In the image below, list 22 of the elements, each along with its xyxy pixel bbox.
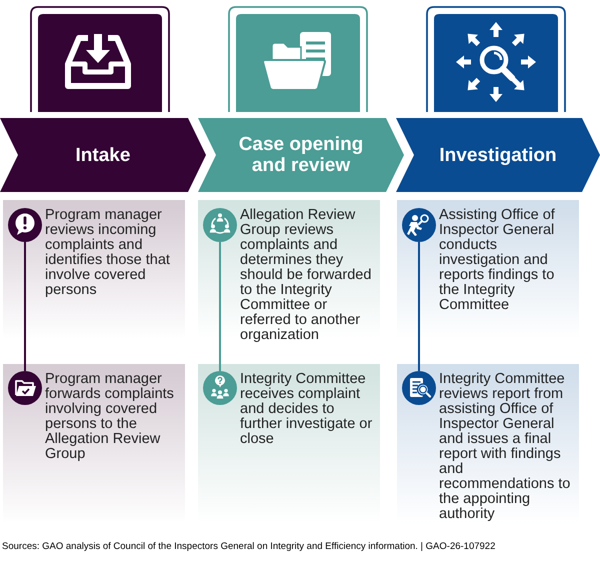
step-description: Program manager reviews incoming complaints and identifies those that involve covered persons — [45, 208, 171, 298]
step-description: Allegation Review Group reviews complaints and determines they should be forwarded to the Integrity Committee or referred to another organization — [240, 208, 372, 343]
exclamation-bubble-icon — [8, 208, 42, 242]
chevron-banner — [0, 118, 206, 192]
source-note: Sources: GAO analysis of Council of the Inspectors General on Integrity and Efficiency information. | GAO-26-107922 — [2, 541, 496, 553]
step-description: Integrity Committee reviews report from assisting Office of Inspector General and issues a final report with findings and recommendations to the appointing authority — [439, 372, 572, 522]
connector-line — [418, 242, 420, 371]
chevron-banner — [198, 118, 404, 192]
people-circle-icon — [203, 208, 237, 242]
stage-title: Case opening and review — [238, 134, 364, 176]
folder-check-icon — [8, 371, 42, 405]
step-description: Program manager forwards complaints involving covered persons to the Allegation Review Group — [45, 372, 175, 462]
connector-line — [219, 242, 221, 371]
person-magnifier-icon — [402, 208, 436, 242]
stage-title: Intake — [76, 144, 130, 166]
connector-line — [24, 242, 26, 371]
people-question-icon — [203, 371, 237, 405]
step-description: Integrity Committee receives complaint and decides to further investigate or close — [240, 372, 374, 447]
step-description: Assisting Office of Inspector General conducts investigation and reports findings to the Integrity Committee — [439, 208, 556, 313]
stage-title: Investigation — [439, 144, 557, 166]
chevron-banner — [396, 118, 600, 192]
document-magnifier-icon — [402, 371, 436, 405]
